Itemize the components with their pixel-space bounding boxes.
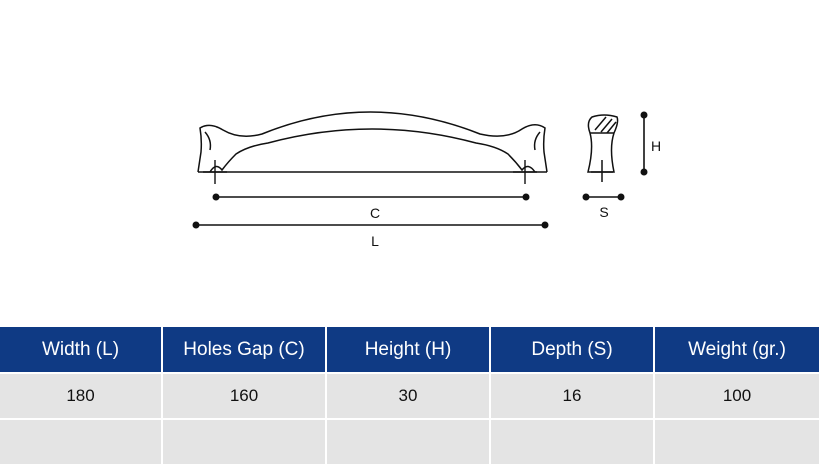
dimension-s-label: S (599, 204, 608, 220)
handle-side-view (587, 114, 619, 182)
hole-mark-left (203, 160, 227, 184)
header-width: Width (L) (0, 327, 163, 372)
cell-depth: 16 (491, 372, 655, 418)
header-weight: Weight (gr.) (655, 327, 819, 372)
table-row (0, 418, 819, 464)
hole-mark-right (513, 160, 537, 184)
dimension-s-line (582, 193, 625, 201)
dimension-l-line (192, 221, 549, 229)
cell-height: 30 (327, 372, 491, 418)
handle-drawing: C L H (192, 111, 661, 249)
cell-empty (0, 418, 163, 464)
header-height: Height (H) (327, 327, 491, 372)
dimension-h-label: H (651, 138, 661, 154)
dimension-l-label: L (371, 233, 379, 249)
cell-empty (327, 418, 491, 464)
header-depth: Depth (S) (491, 327, 655, 372)
cell-empty (491, 418, 655, 464)
cell-empty (163, 418, 327, 464)
cell-weight: 100 (655, 372, 819, 418)
cell-empty (655, 418, 819, 464)
dimension-h-line (640, 111, 648, 176)
spec-table: Width (L) Holes Gap (C) Height (H) Depth… (0, 327, 819, 464)
dimension-c-label: C (370, 205, 380, 221)
dimension-c-line (212, 193, 530, 201)
handle-front-view (197, 111, 548, 173)
cell-holes-gap: 160 (163, 372, 327, 418)
table-header-row: Width (L) Holes Gap (C) Height (H) Depth… (0, 327, 819, 372)
header-holes-gap: Holes Gap (C) (163, 327, 327, 372)
table-row: 180 160 30 16 100 (0, 372, 819, 418)
technical-drawing: C L H (192, 111, 661, 249)
cell-width: 180 (0, 372, 163, 418)
